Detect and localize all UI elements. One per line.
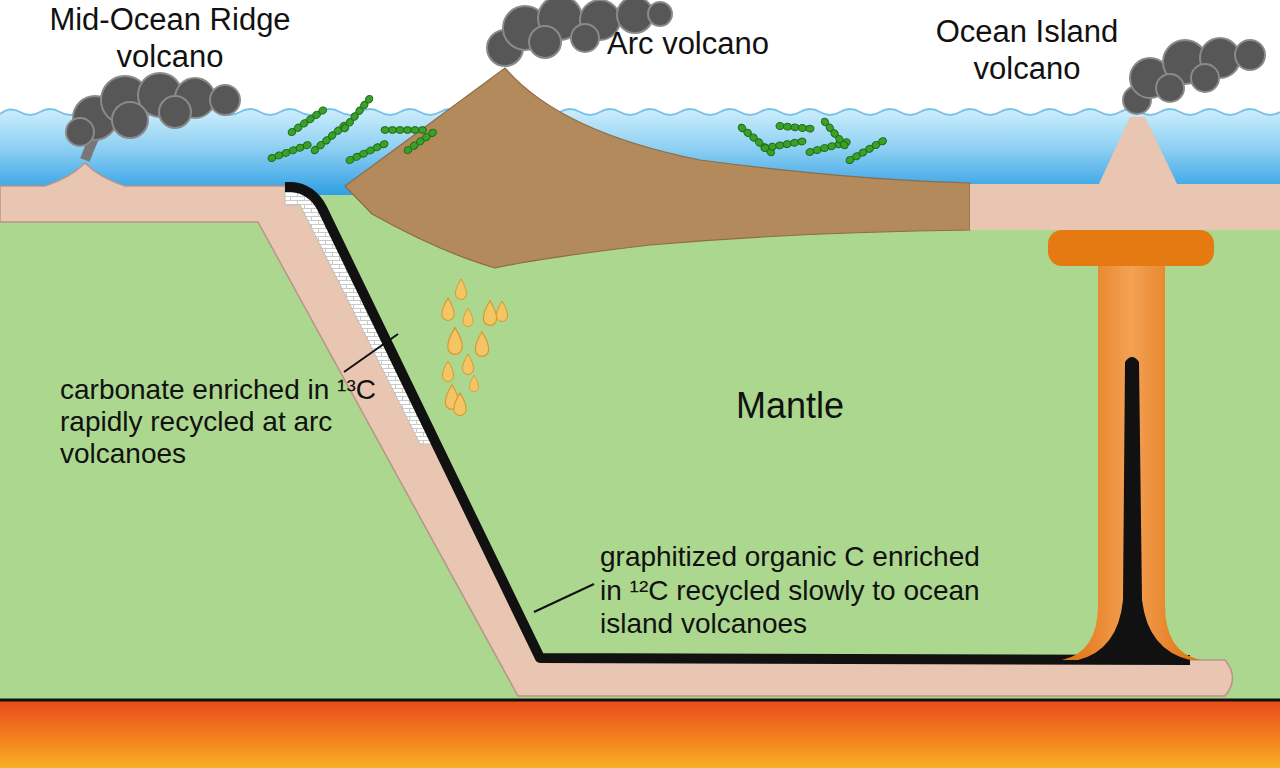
bacterium bbox=[877, 136, 887, 146]
fluid-droplet bbox=[496, 301, 507, 322]
bacterium bbox=[379, 139, 389, 149]
bacterium bbox=[806, 125, 815, 132]
bacterium bbox=[302, 141, 312, 150]
leader-line bbox=[534, 584, 594, 612]
bacterium bbox=[396, 127, 404, 134]
callout-note: graphitized organic C enriched in ¹²C re… bbox=[600, 540, 1002, 641]
bacterium bbox=[776, 122, 785, 129]
bacterium bbox=[317, 105, 327, 115]
fluid-droplet bbox=[442, 361, 453, 382]
plume-head bbox=[1048, 230, 1214, 266]
fluid-droplet bbox=[448, 328, 462, 355]
oceanic-crust bbox=[970, 184, 1280, 230]
bacterium bbox=[798, 124, 807, 131]
fluid-droplet bbox=[483, 301, 496, 326]
bacterium bbox=[791, 124, 800, 131]
bacterium bbox=[411, 127, 419, 134]
bacterium bbox=[839, 140, 849, 150]
ocean-island-volcano bbox=[1098, 117, 1178, 186]
bacterium bbox=[797, 137, 806, 145]
bacterium bbox=[389, 127, 397, 134]
callout-note: carbonate enriched in ¹³C rapidly recycl… bbox=[60, 374, 390, 471]
leader-line bbox=[344, 334, 398, 372]
core-boundary bbox=[0, 699, 1280, 702]
volcano-label: Arc volcano bbox=[603, 26, 773, 63]
fluid-droplet bbox=[462, 354, 473, 375]
fluid-droplet bbox=[470, 375, 479, 391]
fluid-droplet bbox=[455, 279, 466, 300]
bacterium bbox=[381, 127, 389, 134]
fluid-droplet bbox=[442, 298, 454, 321]
fluid-droplet bbox=[475, 332, 488, 357]
bacterium bbox=[364, 94, 374, 104]
plume-stem bbox=[1062, 258, 1200, 660]
fluid-droplet bbox=[463, 308, 473, 326]
fluid-droplets bbox=[442, 279, 508, 415]
volcano-label: Ocean Island volcano bbox=[887, 14, 1167, 87]
fluid-droplet bbox=[454, 393, 466, 416]
core-region bbox=[0, 700, 1280, 768]
arc-volcano bbox=[345, 68, 970, 268]
bacteria-chains bbox=[267, 94, 888, 165]
bacterium bbox=[427, 128, 437, 138]
smoke-cloud bbox=[66, 73, 240, 160]
recycled-carbon-streak bbox=[1078, 357, 1190, 660]
region-label: Mantle bbox=[715, 384, 865, 427]
volcano-label: Mid-Ocean Ridge volcano bbox=[20, 2, 320, 75]
mantle-region bbox=[0, 190, 1280, 702]
smoke-cloud bbox=[1123, 38, 1265, 114]
bacterium bbox=[404, 127, 412, 134]
bacterium bbox=[419, 127, 427, 134]
